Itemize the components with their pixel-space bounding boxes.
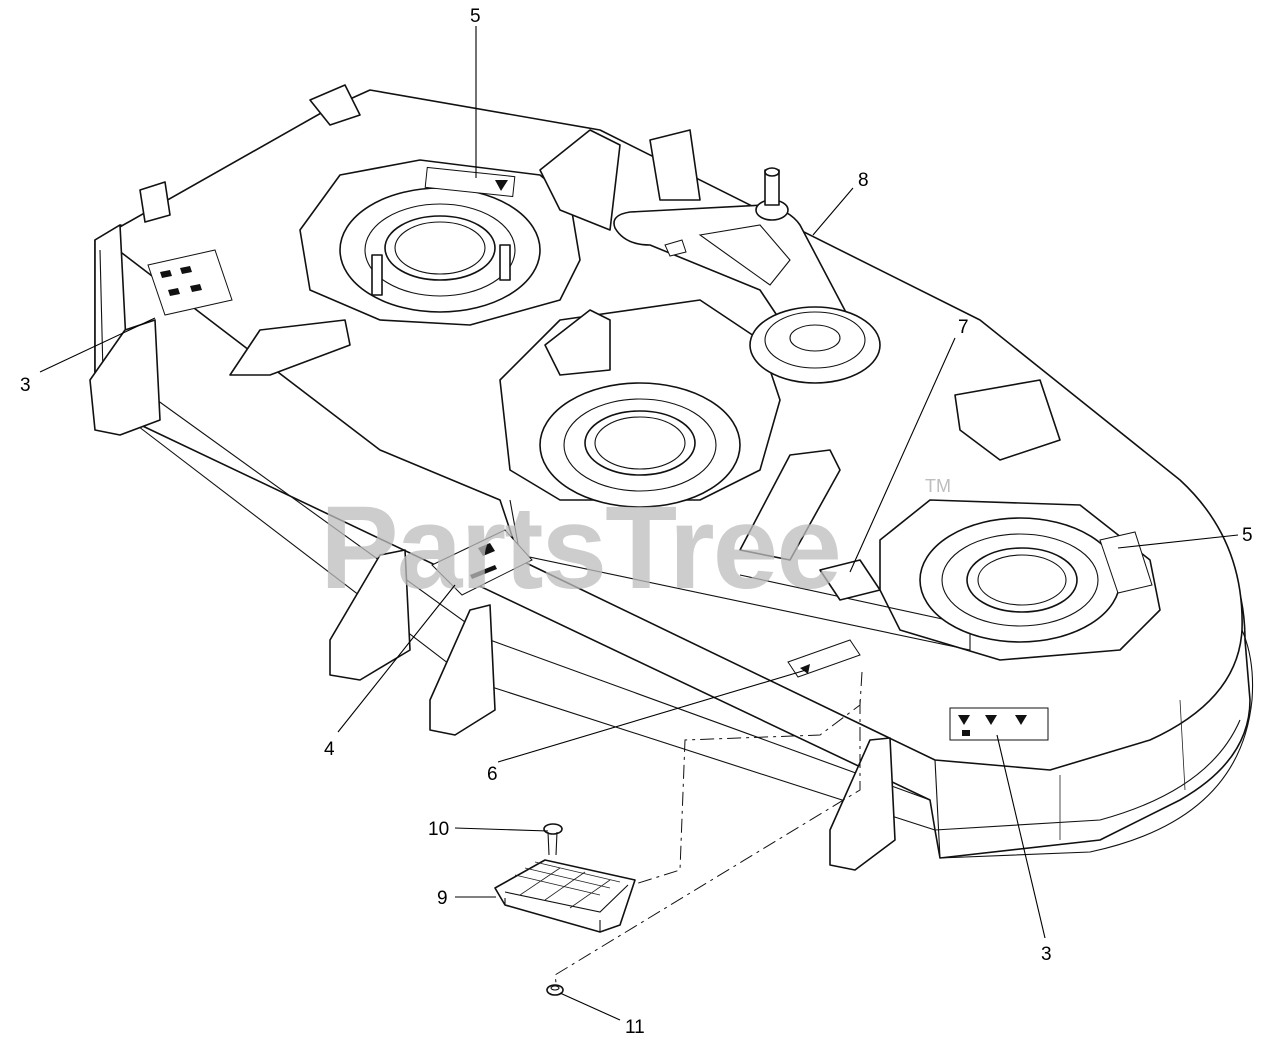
callout-11: 11 bbox=[625, 1017, 645, 1038]
callout-4: 4 bbox=[324, 739, 335, 760]
callout-3-right: 3 bbox=[1041, 944, 1052, 965]
callout-5-top: 5 bbox=[470, 6, 481, 27]
spindle-housing-center bbox=[539, 382, 741, 508]
assembly-lines bbox=[554, 671, 863, 991]
decal-front-warning bbox=[949, 707, 1049, 741]
watermark-trademark: TM bbox=[925, 476, 951, 496]
callout-labels: 5 8 7 3 5 4 6 10 9 3 11 bbox=[20, 6, 1253, 1038]
leader-lines bbox=[39, 26, 1239, 1021]
decal-left-warning bbox=[147, 249, 233, 316]
front-brackets bbox=[89, 84, 1061, 871]
partstree-watermark: PartsTree TM bbox=[320, 476, 951, 614]
decal-front-center bbox=[787, 639, 861, 678]
callout-9: 9 bbox=[437, 888, 448, 909]
decal-operator bbox=[431, 529, 533, 596]
belt-guard bbox=[819, 559, 881, 601]
spindle-housing-left bbox=[339, 187, 541, 313]
decal-top bbox=[424, 166, 516, 198]
watermark-text: PartsTree bbox=[320, 482, 840, 614]
step-pad bbox=[494, 859, 636, 933]
spindle-housing-right bbox=[919, 517, 1121, 643]
idler-arm-assembly bbox=[613, 167, 881, 384]
callout-5-right: 5 bbox=[1242, 525, 1253, 546]
callout-7: 7 bbox=[958, 317, 969, 338]
callout-3-left: 3 bbox=[20, 375, 31, 396]
callout-6: 6 bbox=[487, 764, 498, 785]
callout-10: 10 bbox=[428, 819, 449, 840]
decal-right-end bbox=[1099, 531, 1153, 594]
nut bbox=[546, 984, 564, 996]
callout-8: 8 bbox=[858, 170, 869, 191]
screw bbox=[543, 823, 563, 856]
